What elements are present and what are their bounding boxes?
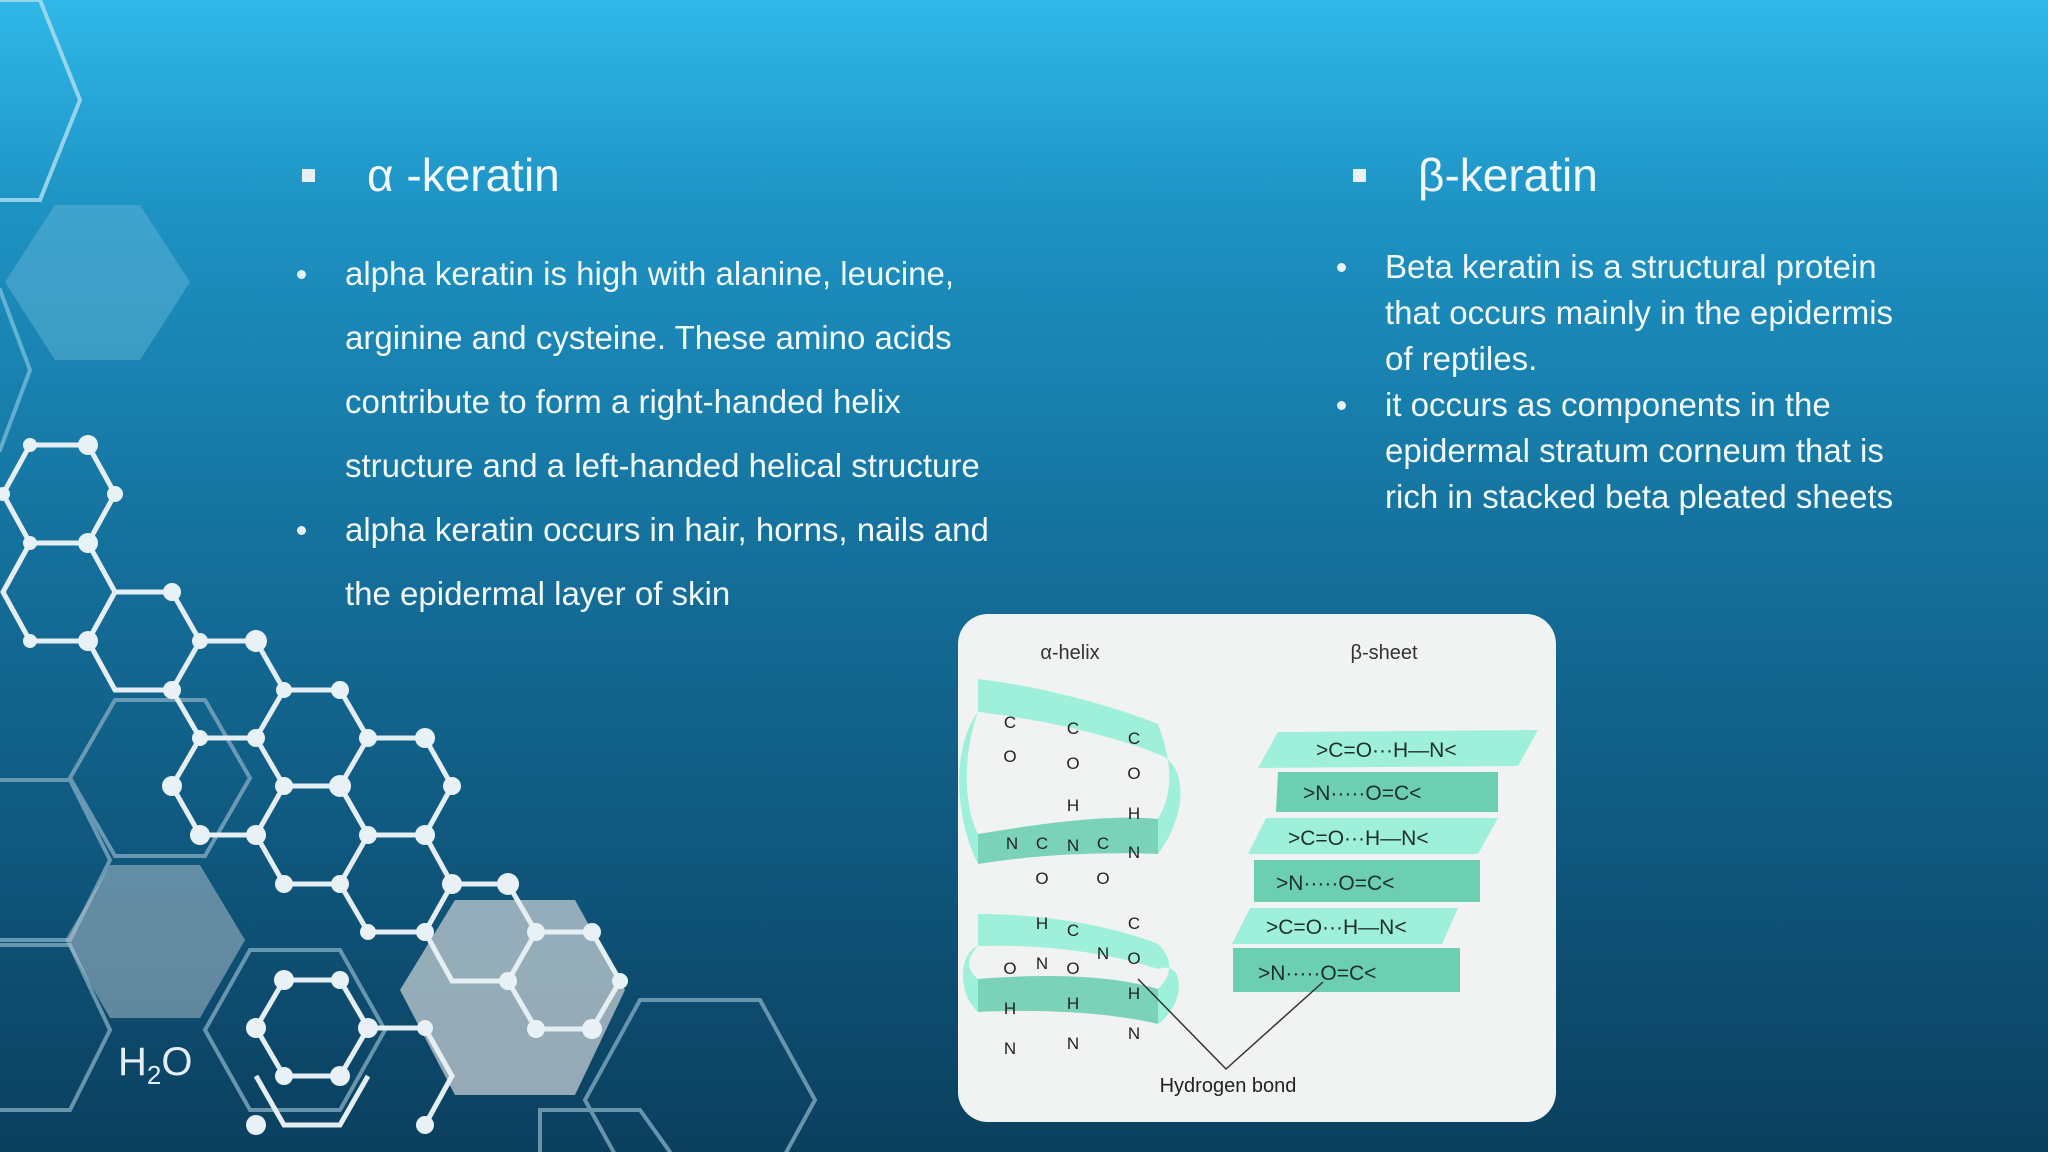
svg-text:H: H	[1036, 914, 1048, 933]
svg-text:O: O	[1003, 959, 1016, 978]
svg-text:>N·····O=C<: >N·····O=C<	[1258, 962, 1376, 985]
svg-text:O: O	[1096, 869, 1109, 888]
svg-text:C: C	[1067, 719, 1079, 738]
alpha-bullet-composition: alpha keratin is high with alanine, leuc…	[295, 242, 1015, 498]
svg-text:>N·····O=C<: >N·····O=C<	[1276, 872, 1394, 895]
svg-text:C: C	[1128, 914, 1140, 933]
svg-text:N: N	[1006, 834, 1018, 853]
svg-text:N: N	[1036, 954, 1048, 973]
svg-text:N: N	[1097, 944, 1109, 963]
beta-bullet-definition: Beta keratin is a structural protein tha…	[1335, 244, 1925, 382]
beta-sheet-strands	[1232, 730, 1538, 992]
svg-text:>C=O···H—N<: >C=O···H—N<	[1266, 916, 1407, 939]
svg-text:C: C	[1004, 713, 1016, 732]
svg-text:C: C	[1097, 834, 1109, 853]
svg-text:>N·····O=C<: >N·····O=C<	[1303, 782, 1421, 805]
svg-text:O: O	[1127, 949, 1140, 968]
svg-text:O: O	[1003, 747, 1016, 766]
svg-text:N: N	[1067, 1034, 1079, 1053]
alpha-helix-title: α-helix	[1040, 642, 1099, 664]
svg-text:O: O	[1066, 754, 1079, 773]
alpha-keratin-heading: α -keratin	[302, 148, 560, 202]
beta-keratin-heading: β-keratin	[1353, 148, 1598, 202]
svg-text:H: H	[1004, 999, 1016, 1018]
svg-text:H: H	[1128, 804, 1140, 823]
svg-text:H: H	[1128, 984, 1140, 1003]
svg-text:N: N	[1128, 1024, 1140, 1043]
alpha-keratin-bullets: alpha keratin is high with alanine, leuc…	[295, 242, 1015, 626]
beta-bullet-occurrence: it occurs as components in the epidermal…	[1335, 382, 1925, 520]
svg-text:C: C	[1067, 921, 1079, 940]
svg-text:H: H	[1067, 994, 1079, 1013]
svg-text:N: N	[1067, 836, 1079, 855]
beta-sheet-labels: >C=O···H—N< >N·····O=C< >C=O···H—N< >N··…	[1258, 739, 1457, 985]
hydrogen-bond-caption: Hydrogen bond	[1160, 1075, 1297, 1097]
svg-text:C: C	[1036, 834, 1048, 853]
svg-text:>C=O···H—N<: >C=O···H—N<	[1316, 739, 1457, 762]
svg-text:>C=O···H—N<: >C=O···H—N<	[1288, 827, 1429, 850]
svg-text:O: O	[1066, 959, 1079, 978]
hydrogen-bond-pointer	[1137, 978, 1324, 1071]
beta-sheet-title: β-sheet	[1350, 642, 1418, 664]
svg-text:N: N	[1128, 843, 1140, 862]
square-bullet-icon	[1353, 168, 1366, 182]
svg-text:O: O	[1127, 764, 1140, 783]
alpha-bullet-occurrence: alpha keratin occurs in hair, horns, nai…	[295, 498, 1015, 626]
svg-text:C: C	[1128, 729, 1140, 748]
svg-text:O: O	[1035, 869, 1048, 888]
h2o-label: H2O	[118, 1040, 193, 1090]
svg-text:N: N	[1004, 1039, 1016, 1058]
square-bullet-icon	[302, 168, 315, 182]
svg-text:H: H	[1067, 796, 1079, 815]
beta-keratin-bullets: Beta keratin is a structural protein tha…	[1335, 244, 1925, 520]
